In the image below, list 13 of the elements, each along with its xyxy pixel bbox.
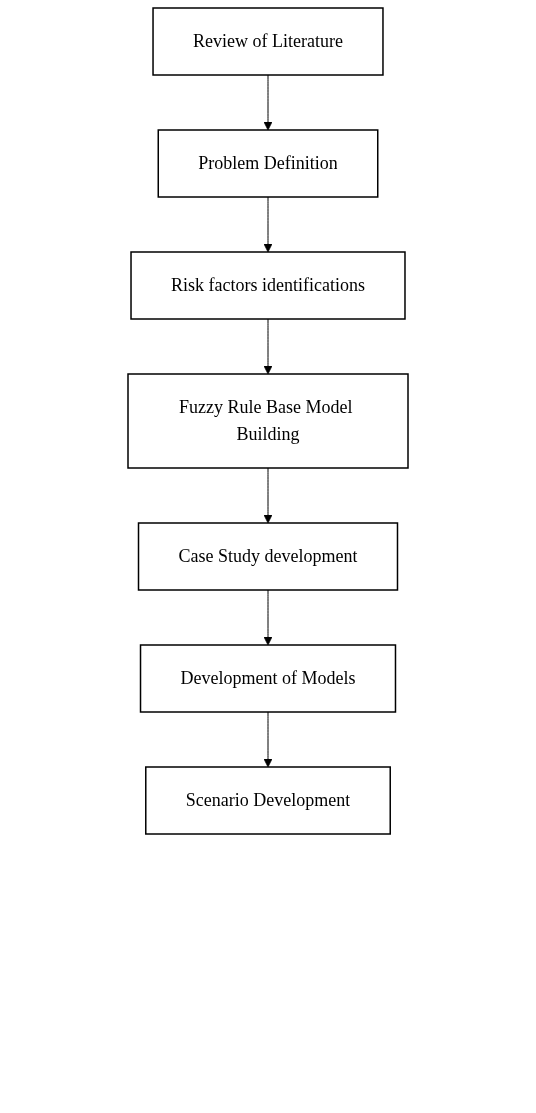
node-box: Risk factors identifications bbox=[130, 251, 406, 320]
node-box: Case Study development bbox=[137, 522, 399, 591]
node-box: Development of Models bbox=[139, 644, 397, 713]
node-box: Review of Literature bbox=[152, 7, 384, 76]
arrow bbox=[263, 589, 273, 646]
node-box: Scenario Development bbox=[145, 766, 391, 835]
arrow bbox=[263, 711, 273, 768]
arrow bbox=[263, 318, 273, 375]
node-box: Fuzzy Rule Base Model Building bbox=[127, 373, 409, 469]
arrow bbox=[263, 196, 273, 253]
arrow bbox=[263, 74, 273, 131]
arrow bbox=[263, 467, 273, 524]
node-box: Problem Definition bbox=[157, 129, 379, 198]
